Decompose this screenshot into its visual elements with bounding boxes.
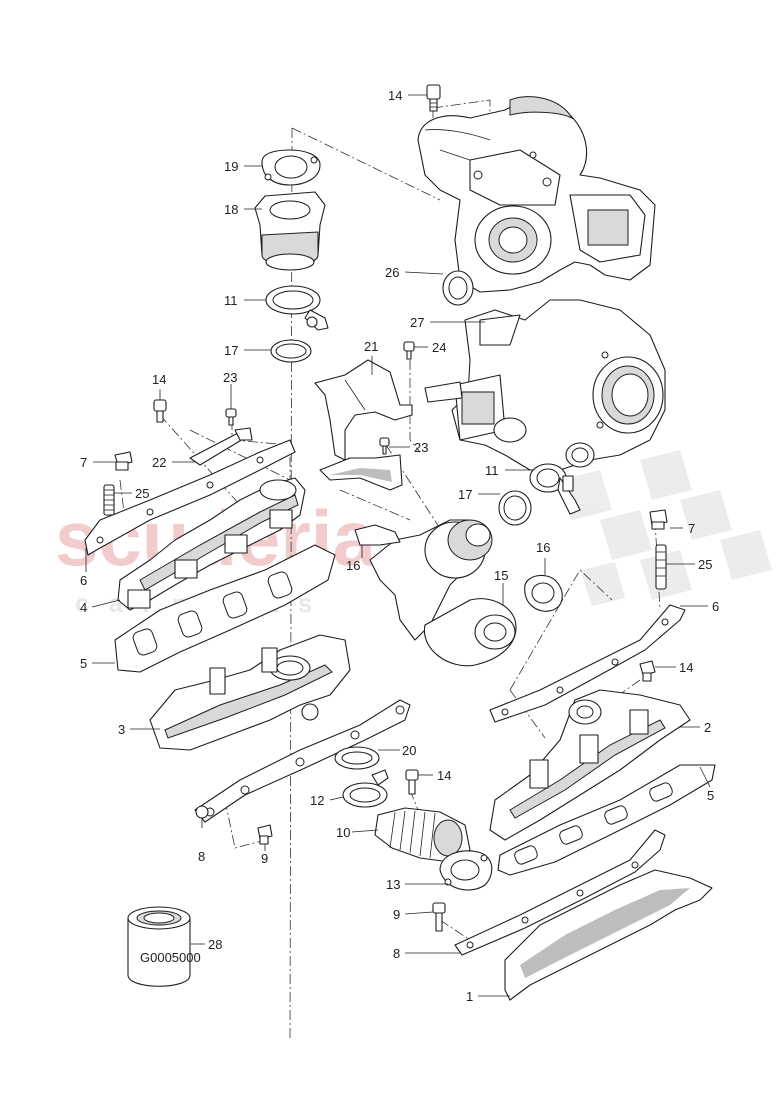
callout-label[interactable]: 16 (536, 540, 550, 555)
turbocharger-upper[interactable] (417, 96, 656, 293)
part-number-label: G0005000 (140, 950, 201, 965)
gasket-part-5-right[interactable] (497, 764, 716, 876)
callout-label[interactable]: 11 (224, 293, 238, 308)
callout-label[interactable]: 1 (466, 989, 473, 1004)
downpipe-assembly[interactable] (354, 519, 517, 667)
turbocharger-lower[interactable] (424, 299, 666, 471)
callout-label[interactable]: 12 (310, 793, 324, 808)
callout-label[interactable]: 28 (208, 937, 222, 952)
callout-label[interactable]: 23 (223, 370, 237, 385)
screw-part-23-left[interactable] (225, 408, 237, 426)
callout-label[interactable]: 13 (386, 877, 400, 892)
callout-label[interactable]: 14 (388, 88, 402, 103)
exhaust-manifold-part-2[interactable] (489, 689, 691, 841)
leader-lines (85, 94, 711, 997)
bolt-part-24[interactable] (403, 341, 415, 360)
callout-label[interactable]: 19 (224, 159, 238, 174)
callout-label[interactable]: 6 (712, 599, 719, 614)
callout-label[interactable]: 6 (80, 573, 87, 588)
callout-label[interactable]: 8 (393, 946, 400, 961)
callout-label[interactable]: 14 (437, 768, 451, 783)
callout-label[interactable]: 3 (118, 722, 125, 737)
gasket-strip-part-6-right[interactable] (489, 604, 686, 723)
gasket-part-5-left[interactable] (114, 544, 336, 673)
flange-part-13[interactable] (439, 850, 493, 891)
callout-label[interactable]: 8 (198, 849, 205, 864)
oil-filter-part-28[interactable]: G0005000 (127, 906, 201, 987)
callout-label[interactable]: 21 (364, 339, 378, 354)
callout-label[interactable]: 10 (336, 825, 350, 840)
heat-shield-part-21[interactable] (314, 359, 413, 461)
callout-label[interactable]: 15 (494, 568, 508, 583)
gasket-strip-part-8-right[interactable] (454, 829, 666, 956)
screw-part-23-right[interactable] (379, 437, 390, 455)
clamp-part-11-upper[interactable] (265, 285, 329, 331)
callout-label[interactable]: 25 (698, 557, 712, 572)
washer-part-8-left[interactable] (195, 805, 209, 819)
callout-label[interactable]: 7 (80, 455, 87, 470)
heat-shield-lower[interactable] (319, 454, 403, 491)
bolt-part-9-left[interactable] (257, 824, 273, 845)
bolt-part-14-left[interactable] (153, 399, 167, 423)
nut-part-7-right[interactable] (649, 509, 668, 530)
callout-label[interactable]: 7 (688, 521, 695, 536)
callout-label[interactable]: 20 (402, 743, 416, 758)
exhaust-manifold-part-3[interactable] (149, 634, 351, 751)
callout-label[interactable]: 18 (224, 202, 238, 217)
callout-label[interactable]: 26 (385, 265, 399, 280)
bolt-part-14-top[interactable] (426, 84, 441, 112)
callout-label[interactable]: 14 (679, 660, 693, 675)
callout-label[interactable]: 4 (80, 600, 87, 615)
gasket-part-16-right[interactable] (524, 574, 563, 612)
gasket-part-26[interactable] (442, 270, 474, 306)
nut-part-7-left[interactable] (114, 451, 133, 471)
seal-ring-part-17-lower[interactable] (498, 490, 532, 526)
callout-label[interactable]: 5 (707, 788, 714, 803)
bolt-part-14-lower[interactable] (405, 769, 419, 795)
heat-shield-part-1[interactable] (504, 869, 713, 1001)
callout-label[interactable]: 11 (485, 463, 499, 478)
callout-label[interactable]: 27 (410, 315, 424, 330)
clamp-part-11-lower[interactable] (529, 463, 581, 515)
stud-part-25-left[interactable] (103, 484, 115, 516)
callout-label[interactable]: 17 (224, 343, 238, 358)
callout-label[interactable]: 17 (458, 487, 472, 502)
callout-label[interactable]: 14 (152, 372, 166, 387)
callout-label[interactable]: 9 (261, 851, 268, 866)
seal-ring-part-20[interactable] (334, 746, 380, 770)
callout-labels: 14 19 18 26 11 27 17 21 24 14 23 23 7 22… (80, 88, 719, 1004)
callout-label[interactable]: 16 (346, 558, 360, 573)
clamp-part-12[interactable] (342, 769, 389, 808)
bolt-part-14-right[interactable] (639, 660, 656, 682)
seal-ring-part-17-upper[interactable] (270, 339, 312, 363)
stud-part-25-right[interactable] (655, 544, 667, 590)
exhaust-manifold-part-4[interactable] (117, 477, 306, 611)
callout-label[interactable]: 2 (704, 720, 711, 735)
callout-label[interactable]: 24 (432, 340, 446, 355)
callout-label[interactable]: 22 (152, 455, 166, 470)
gasket-strip-left-lower[interactable] (194, 699, 411, 823)
callout-label[interactable]: 25 (135, 486, 149, 501)
adapter-part-18[interactable] (254, 191, 326, 271)
bracket-part-22[interactable] (189, 427, 253, 466)
callout-label[interactable]: 23 (414, 440, 428, 455)
gasket-part-19[interactable] (261, 149, 321, 186)
callout-label[interactable]: 5 (80, 656, 87, 671)
bolt-part-9-right[interactable] (432, 902, 446, 932)
gasket-strip-part-6-left[interactable] (84, 439, 296, 556)
callout-label[interactable]: 9 (393, 907, 400, 922)
